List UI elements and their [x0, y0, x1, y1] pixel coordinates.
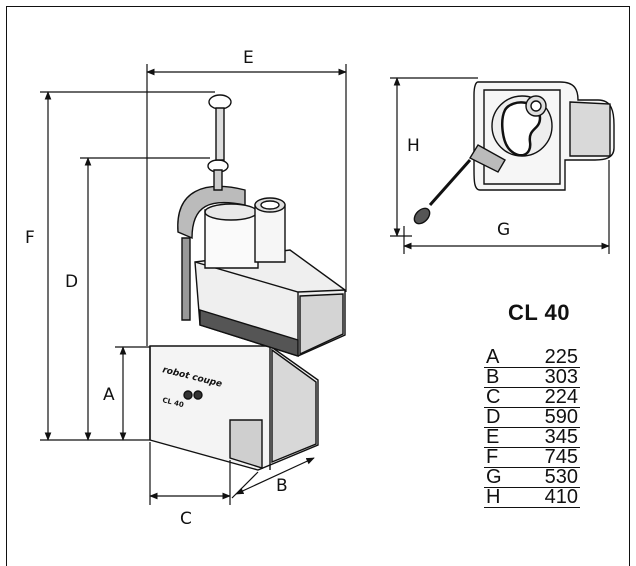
dimension-spec-table: CL 40 A 225 B 303 C 224 D 590 E 345 F 745 G 530…: [484, 300, 580, 508]
model-title: CL 40: [507, 300, 570, 325]
spec-key: C: [486, 386, 501, 408]
dim-label-a: A: [103, 385, 115, 405]
spec-row-c: C 224: [484, 386, 580, 408]
spec-value: 745: [544, 446, 578, 468]
spec-row-e: E 345: [484, 426, 580, 448]
spec-row-f: F 745: [484, 446, 580, 468]
spec-key: G: [486, 466, 502, 488]
spec-row-d: D 590: [484, 406, 580, 428]
spec-key: A: [486, 346, 500, 368]
spec-value: 345: [544, 426, 578, 448]
spec-key: D: [486, 406, 501, 428]
spec-key: F: [486, 446, 499, 468]
spec-key: H: [486, 486, 501, 508]
dim-label-h: H: [407, 136, 420, 156]
spec-row-a: A 225: [484, 346, 580, 368]
spec-value: 303: [544, 366, 578, 388]
machine-side-view: [149, 94, 346, 471]
pusher-arm: [177, 185, 246, 240]
spec-value: 225: [544, 346, 578, 368]
dim-label-b: B: [276, 476, 288, 496]
dimension-lines: [40, 64, 610, 505]
spec-key: E: [486, 426, 500, 448]
spec-key: B: [486, 366, 500, 388]
dim-label-f: F: [25, 228, 35, 248]
spec-row-b: B 303: [484, 366, 580, 388]
dim-label-c: C: [180, 509, 192, 529]
spec-row-h: H 410: [484, 486, 580, 508]
spec-value: 590: [544, 406, 578, 428]
spec-value: 410: [544, 486, 578, 508]
dim-label-g: G: [497, 220, 510, 240]
diagram-frame: [6, 6, 630, 566]
dim-label-d: D: [65, 272, 78, 292]
spec-value: 224: [544, 386, 578, 408]
spec-row-g: G 530: [484, 466, 580, 488]
spec-value: 530: [544, 466, 578, 488]
machine-top-view: [413, 81, 615, 225]
dim-label-e: E: [243, 48, 254, 68]
